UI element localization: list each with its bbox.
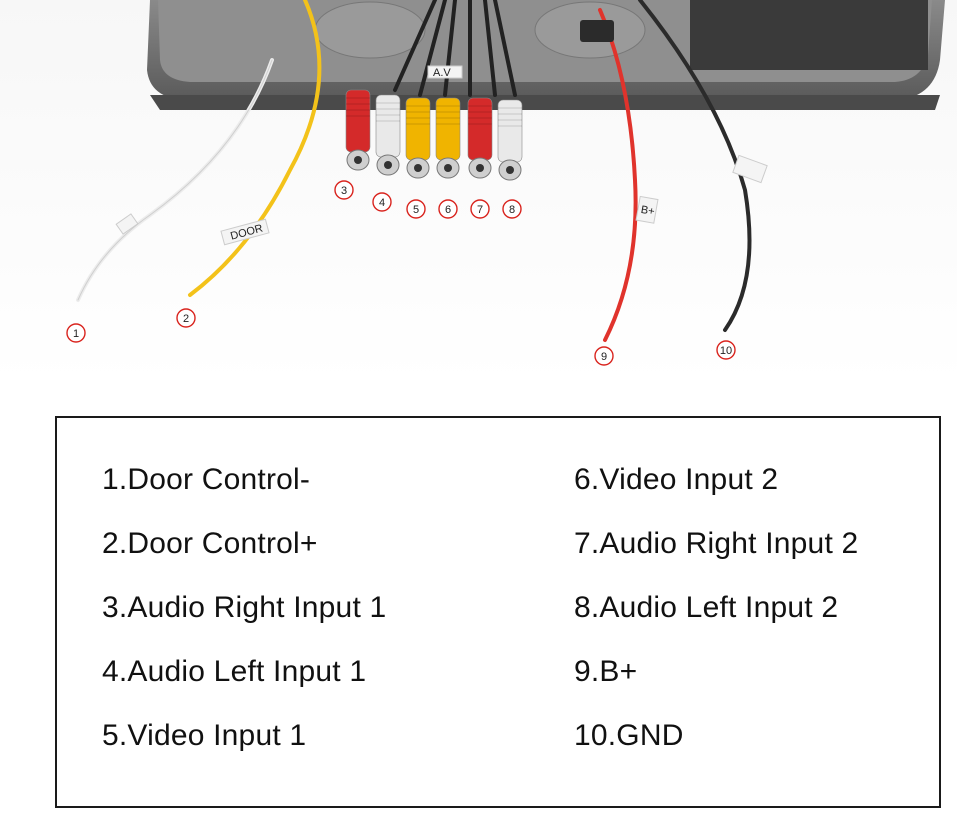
legend-column-left: 1.Door Control- 2.Door Control+ 3.Audio …: [102, 460, 386, 780]
rca-plug-6: [435, 97, 461, 179]
av-tag-label: A.V: [433, 67, 451, 79]
legend-item-b-plus: 9.B+: [574, 655, 638, 688]
callout-4: 4: [372, 192, 392, 212]
callout-label-8: 8: [509, 204, 515, 216]
callout-5: 5: [406, 199, 426, 219]
callout-label-10: 10: [720, 345, 732, 357]
rca-connectors: [345, 89, 523, 181]
rca-plug-4: [375, 94, 401, 176]
callout-7: 7: [470, 199, 490, 219]
callout-10: 10: [716, 340, 736, 360]
rca-plug-8: [497, 99, 523, 181]
wires: [76, 0, 752, 342]
legend-item-audio-right-input-1: 3.Audio Right Input 1: [102, 591, 387, 624]
legend-item-door-control-minus: 1.Door Control-: [102, 463, 311, 496]
rca-plug-7: [467, 97, 493, 179]
legend-item-video-input-1: 5.Video Input 1: [102, 719, 307, 752]
callout-6: 6: [438, 199, 458, 219]
legend-item-video-input-2: 6.Video Input 2: [574, 463, 779, 496]
legend-box: 1.Door Control- 2.Door Control+ 3.Audio …: [55, 416, 941, 808]
callout-1: 1: [66, 323, 86, 343]
rca-plug-5: [405, 97, 431, 179]
monitor-housing: [147, 0, 945, 110]
rca-plug-3: [345, 89, 371, 171]
callout-markers: 1 2 3 4 5 6 7 8 9 10: [66, 180, 736, 366]
legend-item-audio-right-input-2: 7.Audio Right Input 2: [574, 527, 859, 560]
callout-label-9: 9: [601, 351, 607, 363]
callout-3: 3: [334, 180, 354, 200]
legend-item-audio-left-input-2: 8.Audio Left Input 2: [574, 591, 839, 624]
callout-9: 9: [594, 346, 614, 366]
callout-label-2: 2: [183, 313, 189, 325]
callout-label-6: 6: [445, 204, 451, 216]
callout-label-5: 5: [413, 204, 419, 216]
legend-column-right: 6.Video Input 2 7.Audio Right Input 2 8.…: [574, 460, 858, 780]
legend-item-audio-left-input-1: 4.Audio Left Input 1: [102, 655, 367, 688]
b-plus-tag-label: B+: [640, 204, 656, 218]
legend-item-gnd: 10.GND: [574, 719, 684, 752]
callout-8: 8: [502, 199, 522, 219]
legend-item-door-control-plus: 2.Door Control+: [102, 527, 318, 560]
callout-label-1: 1: [73, 328, 79, 340]
callout-2: 2: [176, 308, 196, 328]
callout-label-7: 7: [477, 204, 483, 216]
callout-label-4: 4: [379, 197, 385, 209]
callout-label-3: 3: [341, 185, 347, 197]
